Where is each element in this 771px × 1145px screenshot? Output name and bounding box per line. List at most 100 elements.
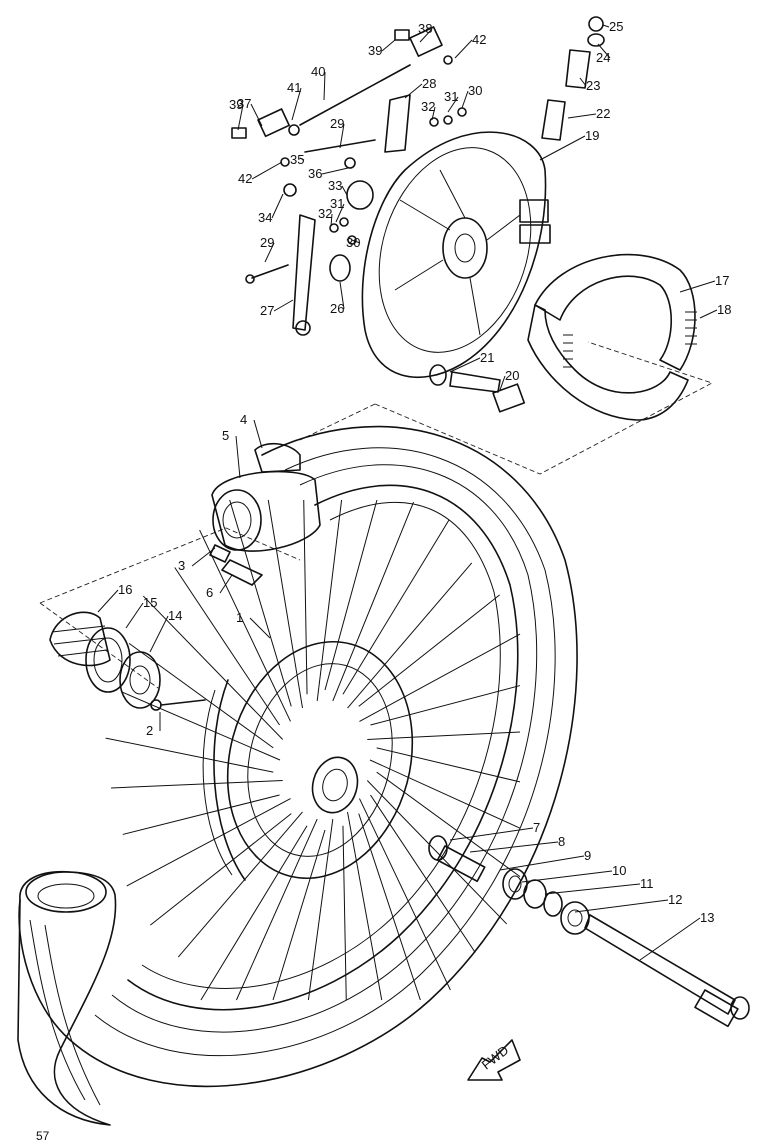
callout-c24: 24 <box>596 50 610 65</box>
spoke <box>324 499 378 691</box>
brake-rod <box>231 26 467 169</box>
callout-c41: 41 <box>287 80 301 95</box>
leader-c30b <box>351 239 361 244</box>
leader-c35 <box>299 157 305 161</box>
callout-c30b: 30 <box>346 235 360 250</box>
leader-c9 <box>499 855 585 871</box>
spoke <box>376 747 521 783</box>
leader-c39b <box>237 104 244 131</box>
axle-assembly <box>428 835 750 1028</box>
spoke <box>370 794 476 953</box>
callout-c33: 33 <box>328 178 342 193</box>
callout-c31a: 31 <box>444 89 458 104</box>
leader-c12 <box>574 899 669 913</box>
leader-c34 <box>271 193 284 219</box>
spoke <box>200 825 308 1001</box>
callout-c8: 8 <box>558 834 565 849</box>
spoke <box>105 737 274 773</box>
callout-c1: 1 <box>236 610 243 625</box>
leader-c13 <box>639 917 701 961</box>
leader-c42b <box>251 161 283 180</box>
leader-c14 <box>149 615 169 653</box>
leader-c28 <box>404 83 423 99</box>
callout-c31b: 31 <box>330 196 344 211</box>
spoke <box>235 818 318 1001</box>
callout-c18: 18 <box>717 302 731 317</box>
wheel-hub <box>202 640 414 881</box>
callout-labels: 1234567891011121314151617181920212223242… <box>118 19 731 925</box>
leader-c22 <box>567 113 597 119</box>
callout-c9: 9 <box>584 848 591 863</box>
callout-c13: 13 <box>700 910 714 925</box>
leader-c24 <box>597 43 611 59</box>
spoke <box>366 780 508 925</box>
callout-c19: 19 <box>585 128 599 143</box>
leader-c10 <box>521 870 613 883</box>
fwd-arrow: FWD <box>467 1039 521 1081</box>
spoke <box>358 594 500 707</box>
leader-c27 <box>273 299 294 312</box>
spoke <box>177 811 303 958</box>
brake-shoes <box>492 253 697 421</box>
callout-c29a: 29 <box>330 116 344 131</box>
callout-c40: 40 <box>311 64 325 79</box>
tube-and-flap <box>209 442 321 586</box>
leader-c40 <box>323 71 326 101</box>
speedometer-fitting <box>541 16 605 141</box>
spoke <box>359 633 521 722</box>
callout-c42b: 42 <box>238 171 252 186</box>
left-hub-parts <box>49 611 206 711</box>
spoke <box>267 499 303 709</box>
callout-c4: 4 <box>240 412 247 427</box>
leader-c4 <box>253 419 263 449</box>
spoke <box>359 798 451 991</box>
leader-c3 <box>191 547 216 567</box>
callout-leaders <box>97 24 718 961</box>
callout-c2: 2 <box>146 723 153 738</box>
leader-c11 <box>544 883 641 895</box>
callout-c6: 6 <box>206 585 213 600</box>
leader-c16 <box>97 589 119 613</box>
leader-c7 <box>449 827 534 841</box>
spoke <box>342 825 347 1001</box>
callout-c10: 10 <box>612 863 626 878</box>
callout-c36: 36 <box>308 166 322 181</box>
leader-c31b <box>335 203 345 223</box>
leader-c6 <box>219 574 233 594</box>
callout-c22: 22 <box>596 106 610 121</box>
callout-c21: 21 <box>480 350 494 365</box>
callout-c42a: 42 <box>472 32 486 47</box>
spoke <box>174 567 280 726</box>
spoke <box>347 811 383 1001</box>
spoke <box>347 562 473 709</box>
spoke <box>303 499 308 695</box>
callout-c11: 11 <box>640 876 654 891</box>
spoke <box>342 519 450 695</box>
leader-c19 <box>539 135 586 161</box>
leader-c21 <box>449 357 481 373</box>
leader-c38 <box>419 28 433 43</box>
leader-c30a <box>461 90 469 109</box>
leader-c39a <box>381 39 396 52</box>
callout-c7: 7 <box>533 820 540 835</box>
leader-c31a <box>447 96 459 113</box>
leader-c42a <box>454 39 473 59</box>
tire-section <box>17 870 117 1126</box>
callout-c30a: 30 <box>468 83 482 98</box>
spoke <box>121 691 281 761</box>
tire <box>18 425 578 1088</box>
page-number: 57 <box>36 1129 50 1143</box>
brake-panel <box>361 131 551 379</box>
spoke <box>142 595 284 740</box>
wheel-spokes <box>105 499 521 1001</box>
callout-c20: 20 <box>505 368 519 383</box>
leader-c25 <box>602 24 610 28</box>
leader-c33 <box>341 185 348 196</box>
leader-c23 <box>579 77 587 87</box>
leader-c29b <box>264 242 275 263</box>
callout-c3: 3 <box>178 558 185 573</box>
spoke <box>376 771 521 878</box>
callout-c27: 27 <box>260 303 274 318</box>
spoke <box>122 794 280 835</box>
